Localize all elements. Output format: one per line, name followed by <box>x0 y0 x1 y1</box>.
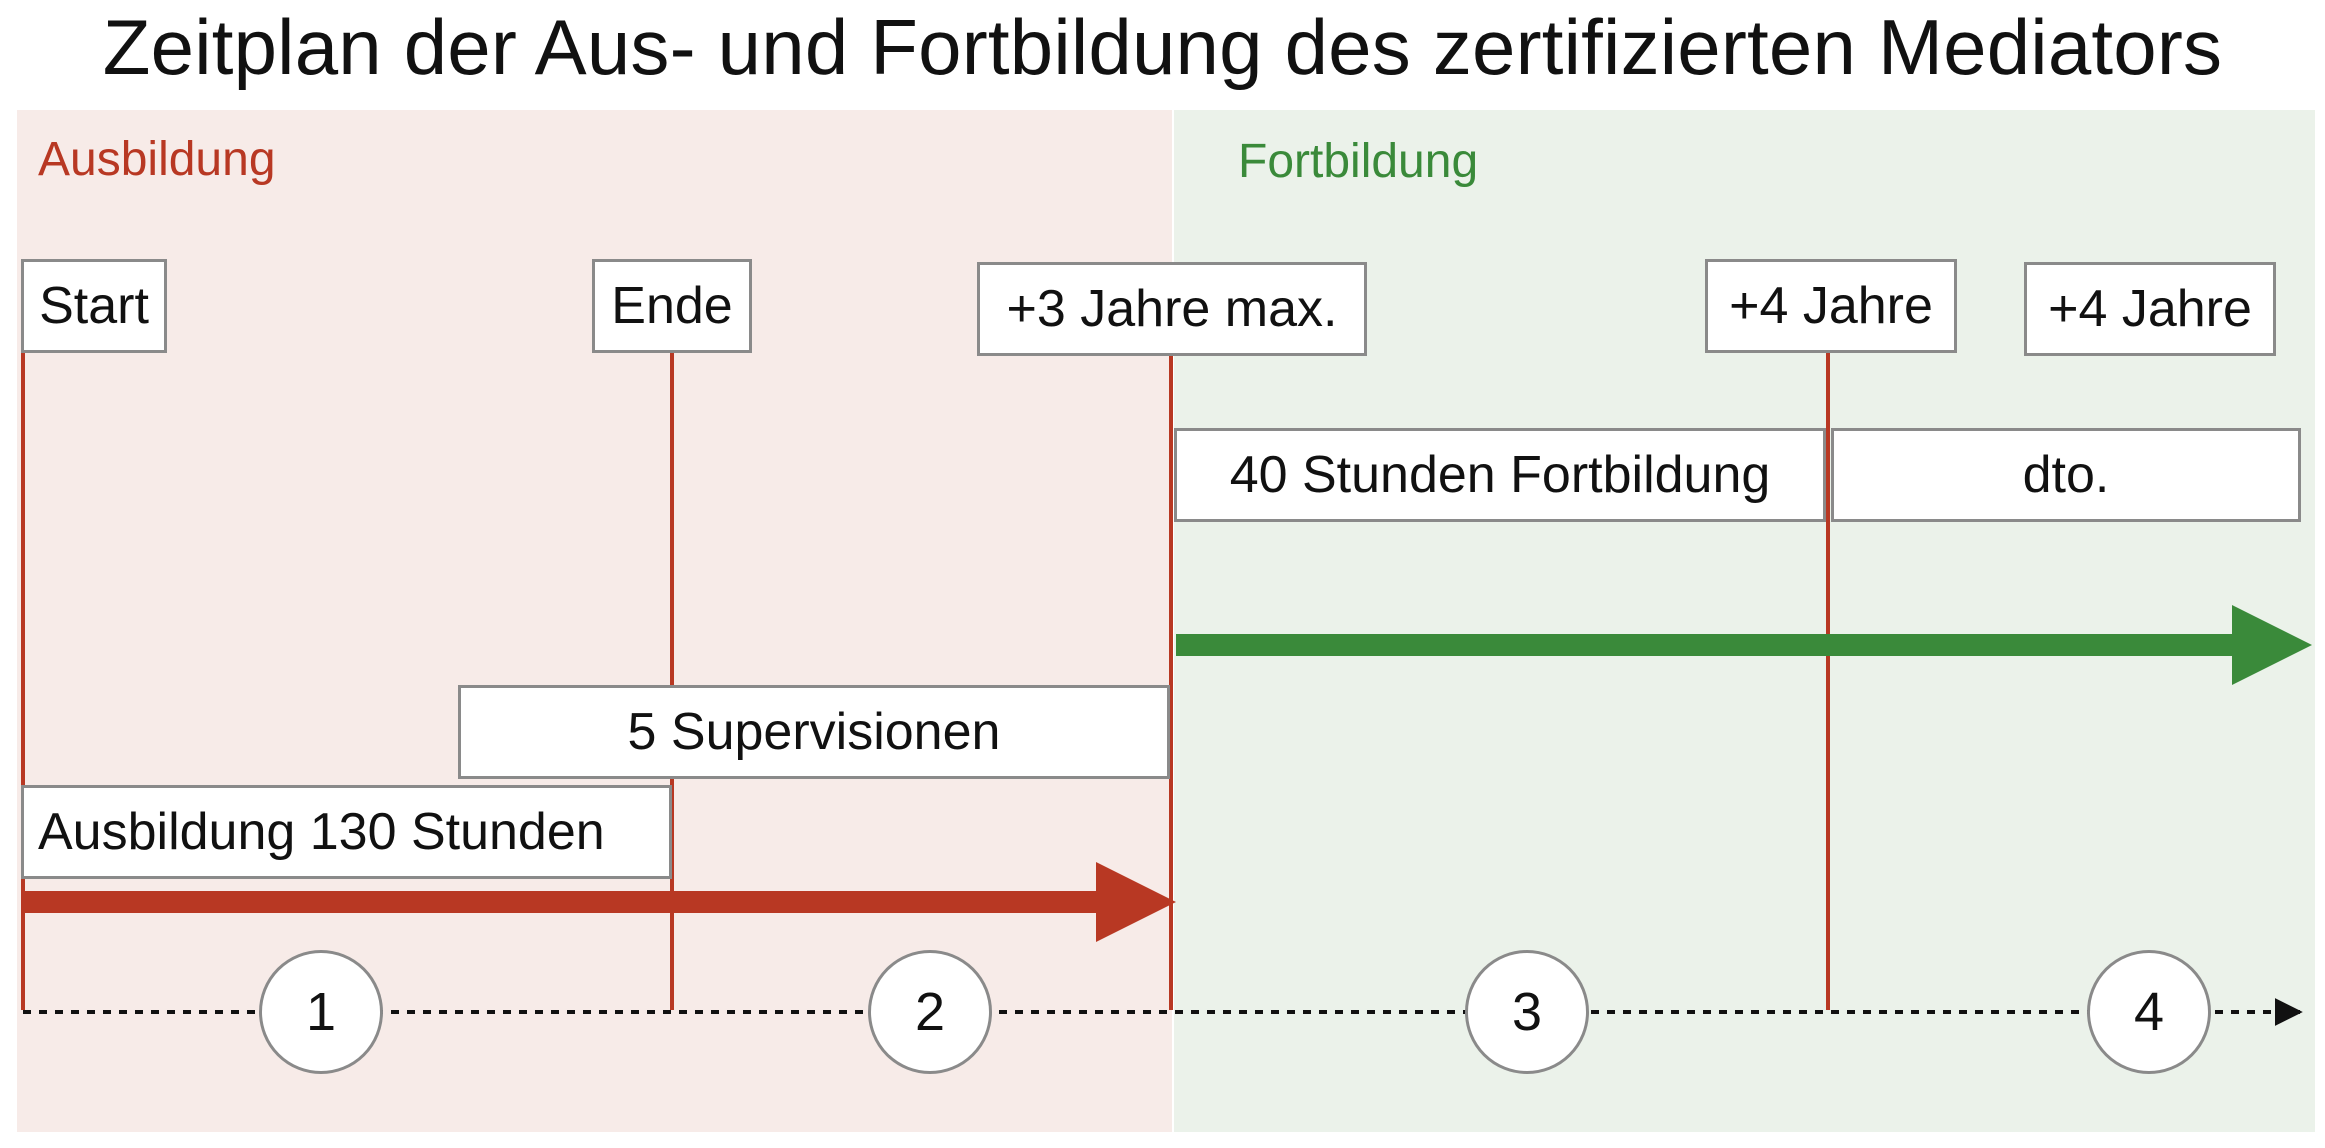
bar-supervisionen: 5 Supervisionen <box>458 685 1170 779</box>
milestone-start: Start <box>21 259 167 353</box>
milestone-plus3: +3 Jahre max. <box>977 262 1367 356</box>
bar-fortbildung-40: 40 Stunden Fortbildung <box>1174 428 1826 522</box>
phase-circle-2: 2 <box>868 950 992 1074</box>
fortbildung-arrow-head <box>2232 605 2312 685</box>
bar-dto: dto. <box>1831 428 2301 522</box>
zone-label-fortbildung: Fortbildung <box>1238 135 1479 188</box>
milestone-plus4-b: +4 Jahre <box>2024 262 2276 356</box>
phase-circle-3: 3 <box>1465 950 1589 1074</box>
milestone-plus4-a: +4 Jahre <box>1705 259 1957 353</box>
phase-circle-4: 4 <box>2087 950 2211 1074</box>
bar-ausbildung-130: Ausbildung 130 Stunden <box>21 785 672 879</box>
zone-label-ausbildung: Ausbildung <box>38 133 276 186</box>
ausbildung-arrow-head <box>1096 862 1176 942</box>
phase-circle-1: 1 <box>259 950 383 1074</box>
milestone-ende: Ende <box>592 259 752 353</box>
diagram-title: Zeitplan der Aus- und Fortbildung des ze… <box>102 3 2223 91</box>
